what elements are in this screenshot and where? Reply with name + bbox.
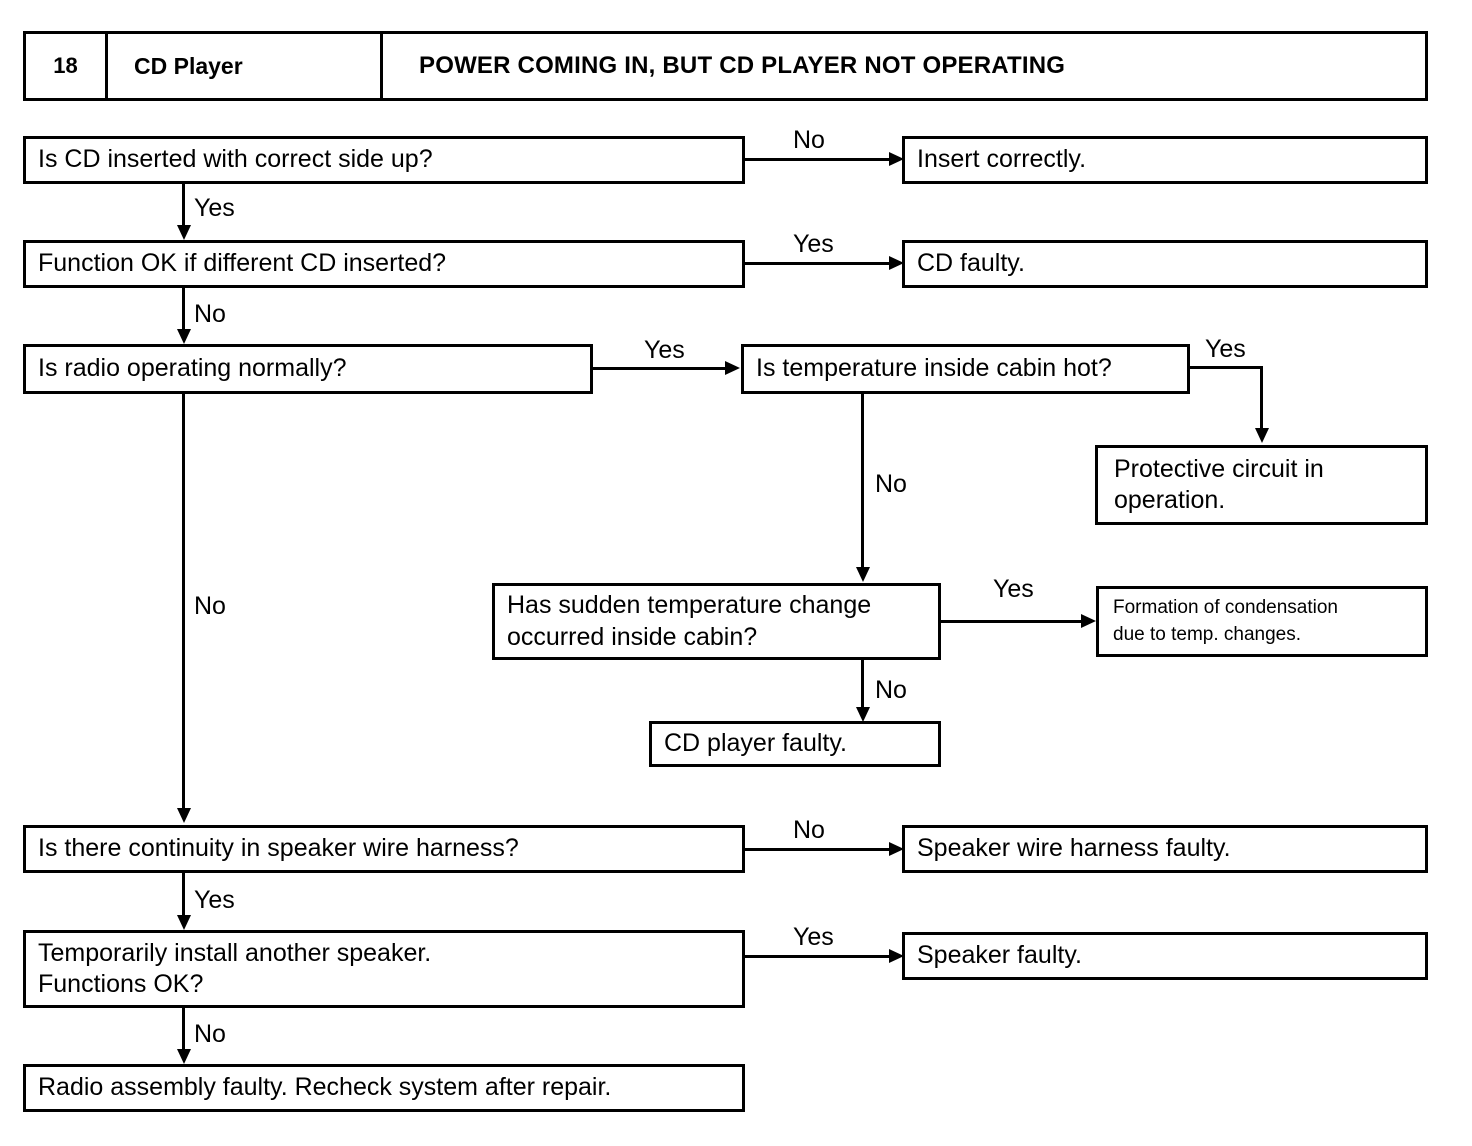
node-function-ok-different-cd: Function OK if different CD inserted? bbox=[23, 240, 745, 288]
edge-label-radio-no: No bbox=[194, 592, 226, 620]
edge-label-cd-inserted-no: No bbox=[793, 126, 825, 154]
edge-sudden-temp-yes-arrow bbox=[1081, 614, 1096, 628]
edge-label-cabin-hot-no: No bbox=[875, 470, 907, 498]
edge-radio-yes-arrow bbox=[725, 361, 740, 375]
header-system: CD Player bbox=[108, 34, 383, 98]
edge-cabin-hot-yes-vline bbox=[1260, 366, 1263, 437]
edge-function-ok-yes-line bbox=[745, 262, 891, 265]
edge-label-sudden-temp-no: No bbox=[875, 676, 907, 704]
edge-function-ok-no-arrow bbox=[177, 329, 191, 344]
node-sudden-temp-change: Has sudden temperature change occurred i… bbox=[492, 583, 941, 660]
edge-label-sudden-temp-yes: Yes bbox=[993, 575, 1034, 603]
node-cd-faulty: CD faulty. bbox=[902, 240, 1428, 288]
header-table: 18 CD Player POWER COMING IN, BUT CD PLA… bbox=[23, 31, 1428, 101]
edge-cabin-hot-yes-arrow bbox=[1255, 428, 1269, 443]
edge-label-cabin-hot-yes: Yes bbox=[1205, 335, 1246, 363]
edge-cd-inserted-no-line bbox=[745, 158, 891, 161]
node-cabin-hot: Is temperature inside cabin hot? bbox=[741, 344, 1190, 394]
edge-label-temp-speaker-no: No bbox=[194, 1020, 226, 1048]
edge-temp-speaker-no-line bbox=[182, 1008, 185, 1058]
edge-radio-no-line bbox=[182, 394, 185, 816]
edge-cd-inserted-yes-arrow bbox=[177, 225, 191, 240]
edge-cd-inserted-no-arrow bbox=[889, 152, 904, 166]
node-protective-circuit: Protective circuit in operation. bbox=[1095, 445, 1428, 525]
node-radio-assembly-faulty: Radio assembly faulty. Recheck system af… bbox=[23, 1064, 745, 1112]
edge-continuity-no-arrow bbox=[889, 842, 904, 856]
node-condensation: Formation of condensation due to temp. c… bbox=[1096, 586, 1428, 657]
node-radio-operating: Is radio operating normally? bbox=[23, 344, 593, 394]
edge-label-continuity-no: No bbox=[793, 816, 825, 844]
node-speaker-continuity: Is there continuity in speaker wire harn… bbox=[23, 825, 745, 873]
node-temp-speaker: Temporarily install another speaker. Fun… bbox=[23, 930, 745, 1008]
edge-label-radio-yes: Yes bbox=[644, 336, 685, 364]
edge-function-ok-no-line bbox=[182, 288, 185, 338]
node-speaker-faulty: Speaker faulty. bbox=[902, 932, 1428, 980]
edge-continuity-no-line bbox=[745, 848, 891, 851]
edge-cabin-hot-no-arrow bbox=[856, 567, 870, 582]
edge-cabin-hot-no-line bbox=[861, 394, 864, 574]
node-cd-inserted: Is CD inserted with correct side up? bbox=[23, 136, 745, 184]
edge-temp-speaker-yes-line bbox=[745, 955, 891, 958]
edge-radio-no-arrow bbox=[177, 808, 191, 823]
node-insert-correctly: Insert correctly. bbox=[902, 136, 1428, 184]
edge-sudden-temp-no-line bbox=[861, 660, 864, 714]
edge-sudden-temp-yes-line bbox=[941, 620, 1084, 623]
edge-temp-speaker-yes-arrow bbox=[889, 949, 904, 963]
node-speaker-harness-faulty: Speaker wire harness faulty. bbox=[902, 825, 1428, 873]
edge-label-continuity-yes: Yes bbox=[194, 886, 235, 914]
edge-continuity-yes-arrow bbox=[177, 915, 191, 930]
edge-label-function-ok-no: No bbox=[194, 300, 226, 328]
edge-sudden-temp-no-arrow bbox=[856, 707, 870, 722]
edge-radio-yes-line bbox=[593, 367, 727, 370]
edge-cd-inserted-yes-line bbox=[182, 184, 185, 234]
edge-continuity-yes-line bbox=[182, 873, 185, 924]
header-number: 18 bbox=[26, 34, 108, 98]
header-title: POWER COMING IN, BUT CD PLAYER NOT OPERA… bbox=[419, 52, 1066, 79]
edge-label-function-ok-yes: Yes bbox=[793, 230, 834, 258]
edge-label-cd-inserted-yes: Yes bbox=[194, 194, 235, 222]
edge-temp-speaker-no-arrow bbox=[177, 1049, 191, 1064]
node-cd-player-faulty: CD player faulty. bbox=[649, 721, 941, 767]
edge-function-ok-yes-arrow bbox=[889, 256, 904, 270]
edge-cabin-hot-yes-hline bbox=[1190, 366, 1263, 369]
edge-label-temp-speaker-yes: Yes bbox=[793, 923, 834, 951]
